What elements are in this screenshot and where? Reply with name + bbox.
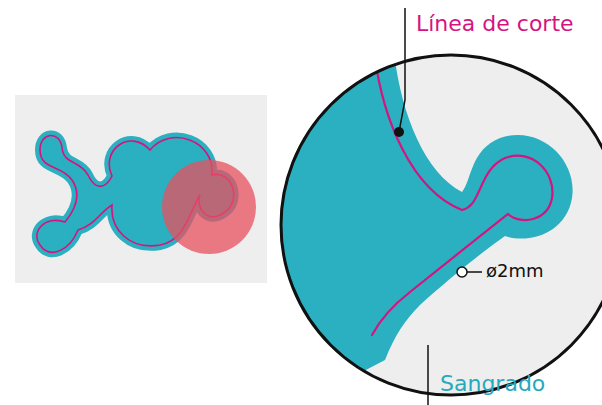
leader-line bbox=[427, 345, 429, 405]
leader-line bbox=[467, 271, 482, 273]
cut-line-label: Línea de corte bbox=[416, 12, 574, 36]
dimension-label: ø2mm bbox=[486, 261, 544, 281]
leader-dot bbox=[394, 127, 404, 137]
bleed-label: Sangrado bbox=[440, 372, 545, 396]
zoom-shape bbox=[270, 30, 573, 405]
thumbnail-ground bbox=[15, 95, 267, 283]
leader-line bbox=[399, 8, 405, 132]
zoom-marker bbox=[162, 160, 256, 254]
zoom-border bbox=[281, 55, 602, 395]
leader-dot bbox=[457, 267, 467, 277]
